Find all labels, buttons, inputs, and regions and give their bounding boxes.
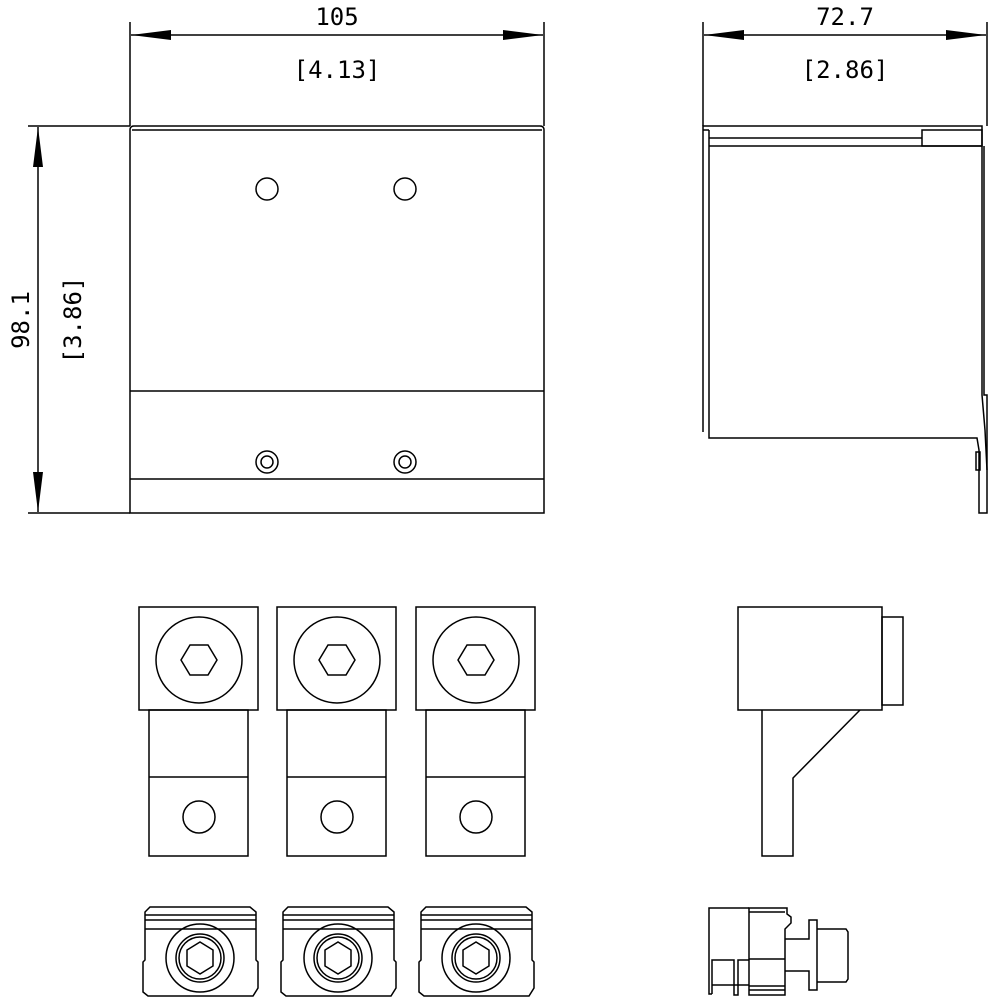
mounting-hole <box>393 177 417 201</box>
terminal-bottom-side <box>708 907 849 996</box>
side-width-inch-label: [2.86] <box>802 56 889 84</box>
terminal-bottom <box>142 906 259 997</box>
terminal-front <box>415 606 536 857</box>
height-label: 98.1 <box>7 291 35 349</box>
hex-socket-icon <box>457 644 495 676</box>
front-view <box>129 125 545 514</box>
front-width-inch-label: [4.13] <box>294 56 381 84</box>
side-width-label: 72.7 <box>816 3 874 31</box>
terminal-bottom <box>418 906 535 997</box>
terminal-side <box>737 606 904 857</box>
hex-socket-icon <box>318 644 356 676</box>
dimension-height: 98.1 [3.86] <box>7 125 130 514</box>
mounting-hole <box>255 177 279 201</box>
front-width-label: 105 <box>315 3 358 31</box>
dimension-front-width: 105 [4.13] <box>129 3 545 126</box>
terminal-front <box>276 606 397 857</box>
screw-hole <box>393 450 417 474</box>
terminal-front <box>138 606 259 857</box>
hex-socket-icon <box>180 644 218 676</box>
height-inch-label: [3.86] <box>59 277 87 364</box>
side-view <box>702 125 988 514</box>
screw-hole <box>255 450 279 474</box>
dimension-side-width: 72.7 [2.86] <box>702 3 988 126</box>
terminal-bottom <box>280 906 397 997</box>
hex-socket-icon <box>324 941 352 975</box>
hex-socket-icon <box>186 941 214 975</box>
hex-socket-icon <box>462 941 490 975</box>
